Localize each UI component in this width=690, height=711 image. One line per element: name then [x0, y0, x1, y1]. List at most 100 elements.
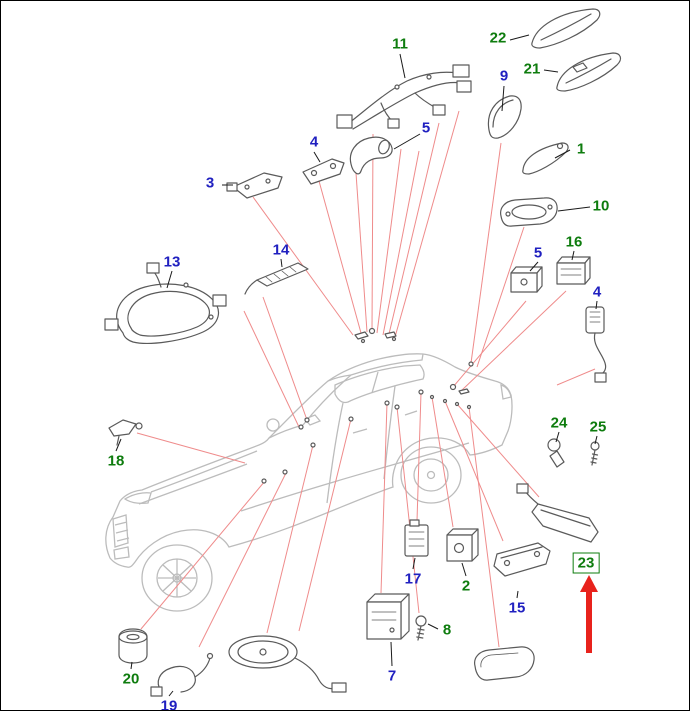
callout-13[interactable]: 13 [163, 253, 181, 271]
callout-9[interactable]: 9 [499, 67, 509, 85]
callout-4[interactable]: 4 [309, 133, 319, 151]
front-door-seam [326, 402, 344, 504]
leader-line [468, 406, 500, 648]
grille [112, 514, 130, 548]
callout-25[interactable]: 25 [589, 418, 607, 436]
pointer-line [130, 661, 133, 670]
side-glass [334, 364, 425, 404]
part-sketch-22 [531, 8, 601, 49]
part-sketch-5-right [510, 266, 543, 293]
callout-15[interactable]: 15 [508, 599, 526, 617]
part-sketch-23 [516, 483, 599, 543]
front-wheel [141, 544, 213, 612]
leader-line [136, 432, 246, 464]
leader-line [556, 368, 596, 386]
lower-intake [113, 546, 130, 560]
callout-19[interactable]: 19 [160, 697, 178, 711]
leader-line [476, 226, 525, 368]
part-sketch-17 [404, 519, 429, 557]
b-pillar [371, 371, 379, 394]
leader-line [262, 296, 308, 421]
rear-wheel-hub [426, 470, 436, 480]
callout-2[interactable]: 2 [461, 577, 471, 595]
part-sketch-disc-antenna [228, 635, 347, 693]
pointer-line [594, 435, 598, 445]
leader-line [198, 470, 288, 648]
leader-line [371, 133, 374, 332]
cowl-sill-fittings [261, 400, 400, 484]
part-sketch-5-top [349, 136, 393, 175]
leader-line [298, 418, 352, 632]
leader-line [431, 396, 454, 528]
pointer-line [390, 641, 393, 667]
headlight [123, 492, 152, 505]
callout-5[interactable]: 5 [421, 119, 431, 137]
pointer-line [399, 53, 406, 79]
leader-line [318, 180, 362, 334]
part-sketch-20 [118, 628, 148, 664]
callout-4[interactable]: 4 [592, 283, 602, 301]
leader-line [416, 392, 422, 522]
part-sketch-11 [336, 64, 472, 130]
pointer-line [529, 261, 539, 272]
pointer-line [412, 557, 416, 570]
pointer-line [554, 149, 571, 159]
far-roofline [350, 353, 424, 376]
leader-line [470, 142, 502, 364]
part-sketch-24 [547, 438, 565, 468]
pointer-line [427, 623, 439, 630]
part-sketch-2 [446, 528, 479, 562]
callout-16[interactable]: 16 [565, 233, 583, 251]
pointer-line [166, 270, 173, 289]
tail-lamp [500, 384, 512, 400]
part-sketch-4-right [585, 306, 607, 383]
leader-line [444, 400, 504, 542]
leader-line [266, 444, 314, 634]
red-arrow-head [580, 575, 598, 592]
roof-fittings [354, 327, 397, 344]
side-mirror [303, 414, 322, 426]
leader-line [388, 122, 440, 335]
part-sketch-21 [556, 52, 622, 92]
callout-18[interactable]: 18 [107, 452, 125, 470]
callout-1[interactable]: 1 [576, 140, 586, 158]
pointer-line [557, 206, 591, 212]
callout-17[interactable]: 17 [404, 570, 422, 588]
callout-14[interactable]: 14 [272, 241, 290, 259]
rear-wheel [400, 446, 462, 504]
callout-3[interactable]: 3 [205, 174, 215, 192]
callout-7[interactable]: 7 [387, 667, 397, 685]
body-crease [240, 442, 470, 512]
callout-10[interactable]: 10 [592, 197, 610, 215]
part-sketch-14 [244, 262, 309, 295]
callout-8[interactable]: 8 [442, 621, 452, 639]
pointer-line [571, 250, 575, 261]
pointer-line [313, 151, 321, 163]
part-sketch-19 [150, 652, 214, 697]
leader-line [380, 402, 388, 594]
leader-line [452, 300, 527, 388]
callout-11[interactable]: 11 [392, 35, 408, 53]
steering-wheel [266, 418, 280, 432]
car-illustration [105, 353, 513, 612]
callout-21[interactable]: 21 [523, 60, 541, 78]
callout-24[interactable]: 24 [550, 414, 568, 432]
part-sketch-3 [226, 172, 283, 199]
part-sketch-18 [108, 419, 143, 446]
callout-22[interactable]: 22 [489, 29, 507, 47]
leader-line [394, 110, 460, 338]
part-sketch-13 [104, 262, 227, 344]
callout-20[interactable]: 20 [122, 670, 140, 688]
pointer-line [509, 34, 530, 41]
part-sketch-16 [556, 256, 591, 285]
pointer-line [555, 431, 560, 443]
part-sketch-antenna-pad [474, 646, 535, 681]
part-sketch-25 [590, 441, 600, 466]
hood-creases [138, 450, 258, 505]
callout-5[interactable]: 5 [533, 244, 543, 262]
part-sketch-10 [500, 197, 558, 227]
part-sketch-15 [493, 542, 551, 577]
leader-line [382, 150, 420, 336]
callout-23[interactable]: 23 [572, 552, 600, 574]
